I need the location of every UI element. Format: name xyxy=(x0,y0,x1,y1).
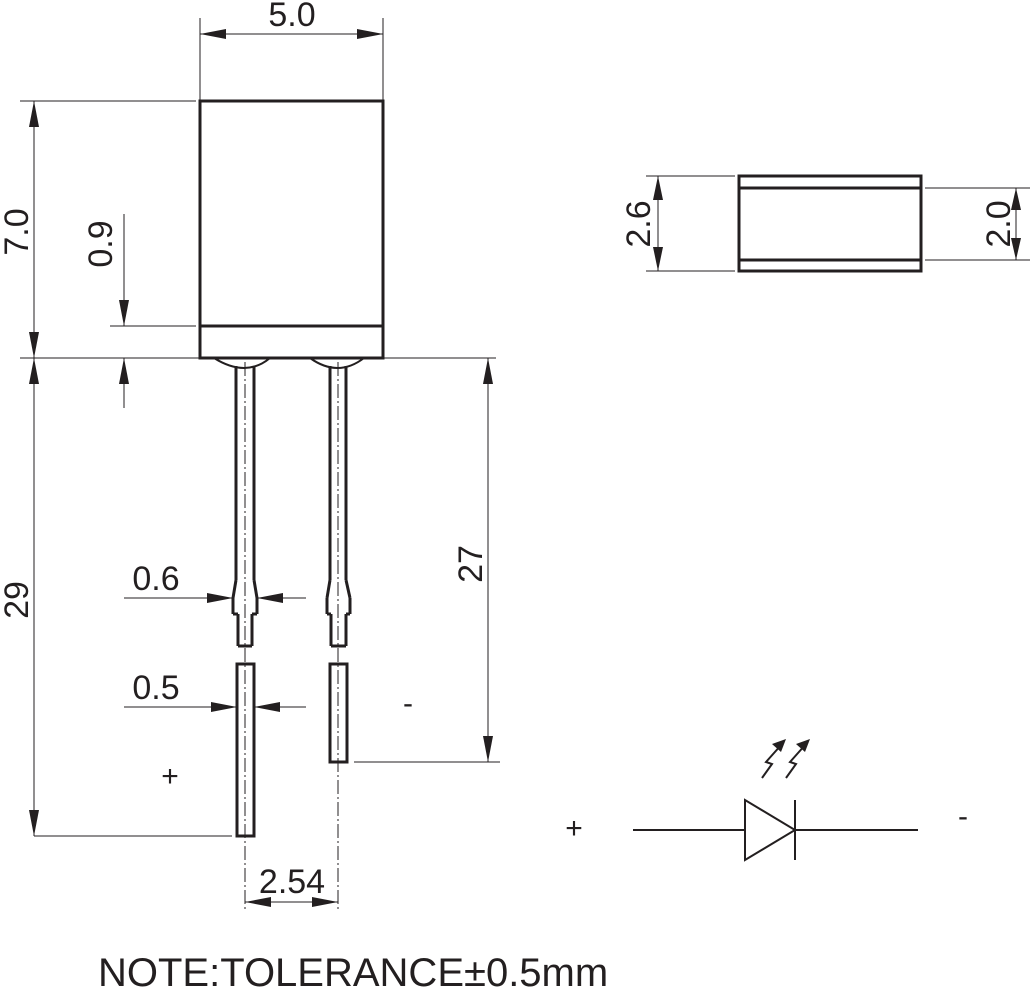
dim-lead-width-lower: 0.5 xyxy=(124,669,306,712)
dim-body-width: 5.0 xyxy=(199,0,384,100)
dim-lead-short: 27 xyxy=(354,358,500,763)
dim-body-height-label: 7.0 xyxy=(0,208,36,255)
dim-flange-height: 0.9 xyxy=(82,214,196,408)
symbol-cathode-sign: - xyxy=(958,800,968,833)
lead-seat-anode xyxy=(213,357,271,369)
tolerance-note: NOTE:TOLERANCE±0.5mm xyxy=(98,951,608,990)
cathode-polarity-sign: - xyxy=(403,687,413,720)
dim-lead-width-upper-label: 0.6 xyxy=(132,560,179,598)
dim-side-outer-height-label: 2.6 xyxy=(620,200,658,247)
light-emission-icon xyxy=(761,739,810,779)
side-view-outline xyxy=(737,174,923,273)
dim-side-inner-height-label: 2.0 xyxy=(980,200,1018,247)
dim-lead-short-label: 27 xyxy=(452,545,490,583)
led-side-view xyxy=(737,174,923,273)
anode-polarity-sign: + xyxy=(161,760,179,793)
dim-side-inner-height: 2.0 xyxy=(925,187,1030,261)
dim-body-width-label: 5.0 xyxy=(268,0,315,34)
diode-triangle xyxy=(744,798,797,862)
dim-lead-total: 29 xyxy=(0,358,232,837)
led-body-front-view xyxy=(198,99,385,369)
lead-cathode xyxy=(325,366,352,764)
dim-lead-width-upper: 0.6 xyxy=(124,560,306,603)
dim-lead-total-label: 29 xyxy=(0,581,36,619)
lead-anode xyxy=(231,366,259,838)
led-body-outline xyxy=(198,99,385,360)
dim-body-height: 7.0 xyxy=(0,100,496,359)
dim-lead-pitch: 2.54 xyxy=(245,863,338,907)
dim-flange-height-label: 0.9 xyxy=(82,220,120,267)
symbol-anode-sign: + xyxy=(565,812,583,845)
dim-side-outer-height: 2.6 xyxy=(620,175,735,272)
dim-lead-width-lower-label: 0.5 xyxy=(132,669,179,707)
dim-lead-pitch-label: 2.54 xyxy=(259,863,325,901)
led-schematic-symbol xyxy=(633,739,918,862)
